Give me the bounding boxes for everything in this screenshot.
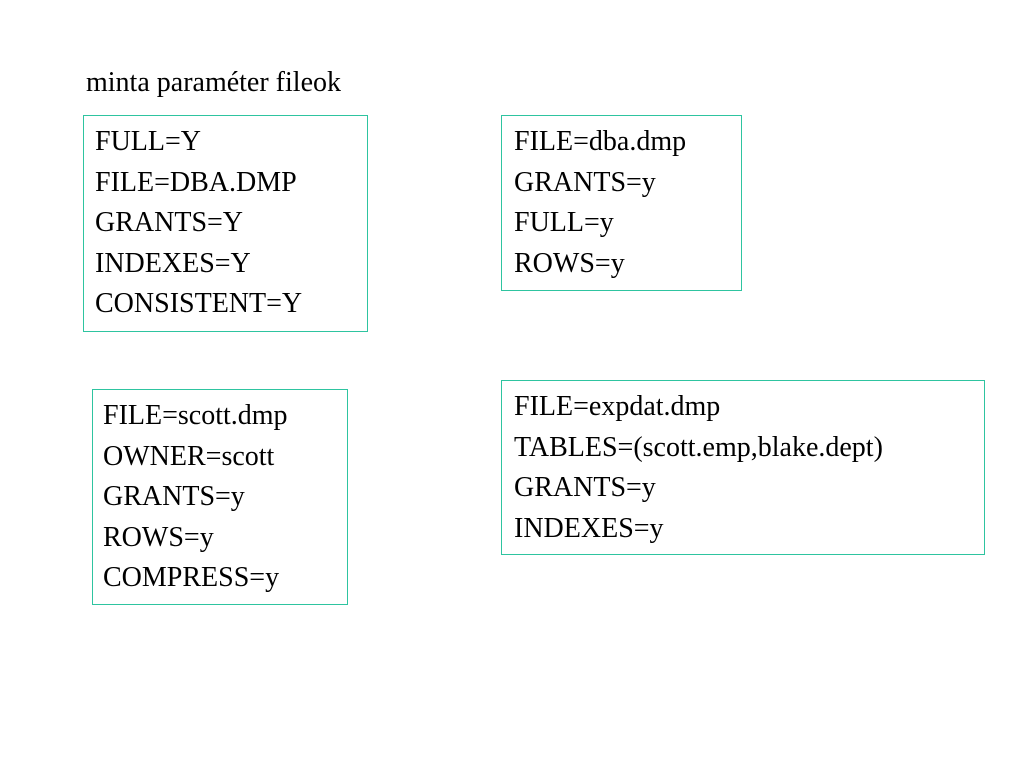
param-line: ROWS=y	[103, 521, 214, 553]
param-line: FULL=y	[514, 207, 614, 238]
param-line: INDEXES=Y	[95, 247, 251, 279]
param-line: GRANTS=y	[103, 481, 245, 512]
param-line: FILE=scott.dmp	[103, 400, 288, 431]
param-file-box-dba: FILE=dba.dmp GRANTS=y FULL=y ROWS=y	[501, 115, 742, 291]
param-line: OWNER=scott	[103, 440, 275, 472]
param-file-box-tables: FILE=expdat.dmp TABLES=(scott.emp,blake.…	[501, 380, 985, 555]
param-file-box-full-export: FULL=Y FILE=DBA.DMP GRANTS=Y INDEXES=Y C…	[83, 115, 368, 332]
param-line: TABLES=(scott.emp,blake.dept)	[514, 431, 883, 463]
param-line: COMPRESS=y	[103, 562, 280, 593]
param-line: GRANTS=Y	[95, 207, 244, 238]
param-file-box-scott: FILE=scott.dmp OWNER=scott GRANTS=y ROWS…	[92, 389, 348, 605]
param-line: FILE=DBA.DMP	[95, 166, 297, 198]
slide-title: minta paraméter fileok	[86, 67, 341, 98]
param-line: INDEXES=y	[514, 512, 664, 544]
param-line: FILE=expdat.dmp	[514, 391, 721, 422]
param-line: GRANTS=y	[514, 166, 656, 198]
param-line: ROWS=y	[514, 247, 625, 279]
param-line: FILE=dba.dmp	[514, 126, 687, 157]
param-line: CONSISTENT=Y	[95, 288, 303, 319]
param-line: GRANTS=y	[514, 472, 656, 503]
param-line: FULL=Y	[95, 126, 202, 157]
